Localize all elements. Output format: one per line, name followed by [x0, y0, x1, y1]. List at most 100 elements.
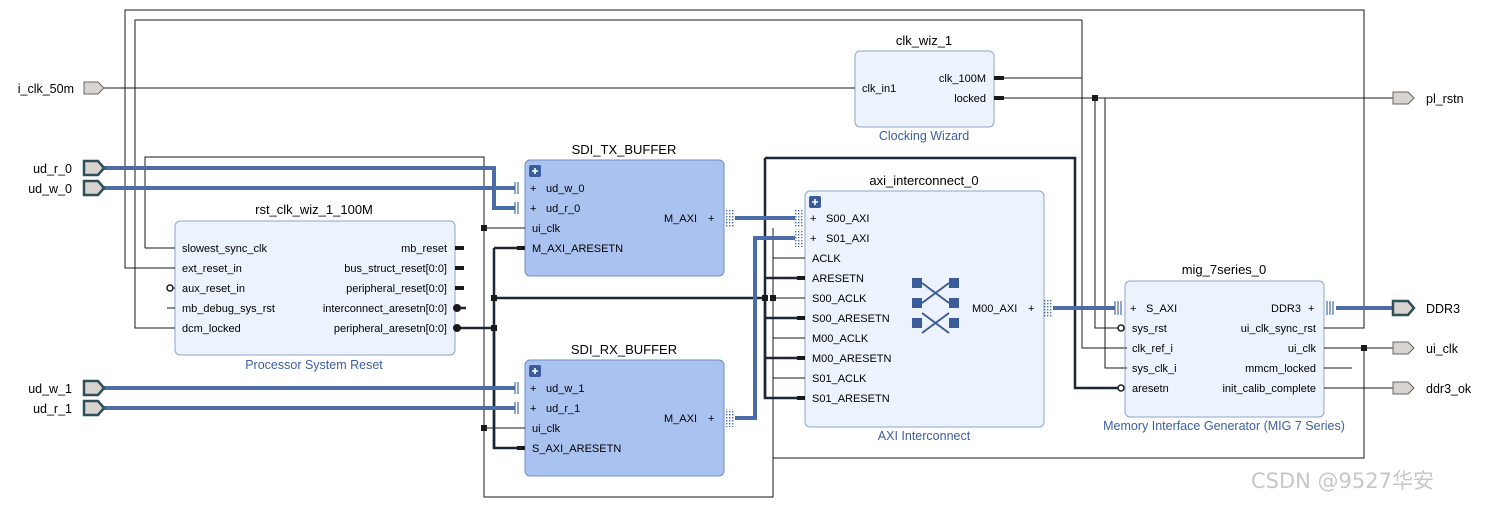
pin-label: aresetn — [1132, 383, 1169, 395]
pin-label: ud_r_0 — [546, 203, 580, 215]
pin-label: S01_ACLK — [812, 373, 867, 385]
plus-icon: + — [530, 183, 536, 195]
port-ddr3-ok[interactable]: ddr3_ok — [1392, 381, 1472, 396]
pin-label: S00_ARESETN — [812, 313, 890, 325]
pin-label: M_AXI_ARESETN — [532, 243, 623, 255]
pin-label: ui_clk — [532, 423, 561, 435]
port-label: ud_r_1 — [33, 402, 72, 416]
pin-label: ud_w_0 — [546, 183, 585, 195]
block-sdi-tx-buffer[interactable]: SDI_TX_BUFFER + + ud_w_0 ud_r_0 ui_clk M… — [514, 142, 735, 277]
plus-icon: + — [708, 413, 714, 425]
pin-label: ext_reset_in — [182, 263, 242, 275]
bus-connector-icon — [514, 382, 519, 414]
pin-label: sys_rst — [1132, 323, 1167, 335]
port-ui-clk[interactable]: ui_clk — [1392, 341, 1459, 356]
port-label: ui_clk — [1426, 342, 1459, 356]
pin-label: S_AXI_ARESETN — [532, 443, 621, 455]
bus-connector-icon — [1114, 301, 1122, 315]
block-subtitle: Memory Interface Generator (MIG 7 Series… — [1103, 419, 1345, 433]
plus-icon: + — [530, 403, 536, 415]
pin-label: clk_ref_i — [1132, 343, 1173, 355]
pin-label: S01_ARESETN — [812, 393, 890, 405]
watermark: CSDN @9527华安 — [1251, 469, 1434, 493]
pin-label: S00_AXI — [826, 213, 869, 225]
bus-connector-icon — [795, 229, 803, 247]
pin-label: M00_AXI — [972, 303, 1017, 315]
port-label: i_clk_50m — [18, 82, 74, 96]
port-label: ud_w_1 — [28, 382, 72, 396]
port-ddr3[interactable]: DDR3 — [1391, 299, 1460, 317]
block-title: axi_interconnect_0 — [869, 173, 978, 188]
pin-label: S00_ACLK — [812, 293, 867, 305]
pin-label: mb_debug_sys_rst — [182, 303, 275, 315]
pin-label: aux_reset_in — [182, 283, 245, 295]
port-label: pl_rstn — [1426, 92, 1464, 106]
plus-icon: + — [810, 233, 816, 245]
port-ud-w-1[interactable]: ud_w_1 — [28, 379, 106, 397]
plus-icon: + — [810, 213, 816, 225]
pin-label: ui_clk — [1288, 343, 1317, 355]
block-title: SDI_TX_BUFFER — [572, 142, 677, 157]
bus-connector-icon — [726, 209, 735, 227]
pin-label: interconnect_aresetn[0:0] — [323, 303, 447, 315]
pin-label: M00_ACLK — [812, 333, 869, 345]
pin-label: S01_AXI — [826, 233, 869, 245]
port-label: DDR3 — [1426, 302, 1460, 316]
block-title: rst_clk_wiz_1_100M — [255, 202, 373, 217]
pin-label: M00_ARESETN — [812, 353, 892, 365]
port-ud-r-0[interactable]: ud_r_0 — [33, 159, 106, 177]
block-subtitle: Processor System Reset — [245, 358, 383, 372]
pin-label: dcm_locked — [182, 323, 241, 335]
plus-icon: + — [530, 383, 536, 395]
pin-label: sys_clk_i — [1132, 363, 1177, 375]
pin-label: mmcm_locked — [1245, 363, 1316, 375]
port-label: ud_w_0 — [28, 182, 72, 196]
port-ud-w-0[interactable]: ud_w_0 — [28, 179, 106, 197]
port-label: ddr3_ok — [1426, 382, 1472, 396]
pin-label: M_AXI — [664, 413, 697, 425]
pin-label: M_AXI — [664, 213, 697, 225]
pin-label: clk_100M — [939, 73, 986, 85]
block-title: clk_wiz_1 — [896, 33, 952, 48]
block-title: SDI_RX_BUFFER — [571, 342, 677, 357]
pin-label: DDR3 — [1271, 303, 1301, 315]
external-ports: i_clk_50m ud_r_0 ud_w_0 ud_w_1 ud_r_1 pl… — [18, 81, 1472, 417]
plus-icon: + — [1130, 303, 1136, 315]
bus-connector-icon — [1044, 299, 1053, 317]
pin-label: peripheral_aresetn[0:0] — [334, 323, 447, 335]
port-ud-r-1[interactable]: ud_r_1 — [33, 399, 106, 417]
block-subtitle: Clocking Wizard — [879, 129, 969, 143]
block-subtitle: AXI Interconnect — [878, 429, 971, 443]
pin-label: ACLK — [812, 253, 841, 265]
block-title: mig_7series_0 — [1182, 262, 1267, 277]
bus-connector-icon — [795, 209, 803, 227]
port-pl-rstn[interactable]: pl_rstn — [1392, 91, 1464, 106]
block-mig[interactable]: mig_7series_0 + S_AXI sys_rst clk_ref_i … — [1103, 262, 1352, 433]
plus-icon: + — [1308, 303, 1314, 315]
block-clk-wiz[interactable]: clk_wiz_1 clk_in1 clk_100M locked Clocki… — [846, 33, 1004, 143]
bus-connector-icon — [1326, 301, 1334, 315]
pin-label: bus_struct_reset[0:0] — [344, 263, 447, 275]
pin-label: locked — [954, 93, 986, 105]
pin-label: init_calib_complete — [1222, 383, 1316, 395]
block-proc-sys-reset[interactable]: rst_clk_wiz_1_100M slowest_sync_clk ext_… — [166, 202, 464, 372]
pin-label: S_AXI — [1146, 303, 1177, 315]
port-i-clk-50m[interactable]: i_clk_50m — [18, 81, 105, 96]
pin-label: peripheral_reset[0:0] — [346, 283, 447, 295]
pin-label: slowest_sync_clk — [182, 243, 267, 255]
pin-label: mb_reset — [401, 243, 447, 255]
nets — [104, 9, 1393, 498]
bus-connector-icon — [514, 182, 519, 214]
pin-label: clk_in1 — [862, 83, 896, 95]
bus-connector-icon — [726, 409, 735, 427]
pin-label: ui_clk — [532, 223, 561, 235]
plus-icon: + — [530, 203, 536, 215]
pin-label: ud_w_1 — [546, 383, 585, 395]
pin-label: ARESETN — [812, 273, 864, 285]
block-axi-interconnect[interactable]: axi_interconnect_0 + + S00_AXI S01_AXI A… — [795, 173, 1053, 443]
plus-icon: + — [1028, 303, 1034, 315]
crossbar-icon — [912, 278, 959, 334]
block-sdi-rx-buffer[interactable]: SDI_RX_BUFFER + + ud_w_1 ud_r_1 ui_clk S… — [514, 342, 735, 477]
port-label: ud_r_0 — [33, 162, 72, 176]
